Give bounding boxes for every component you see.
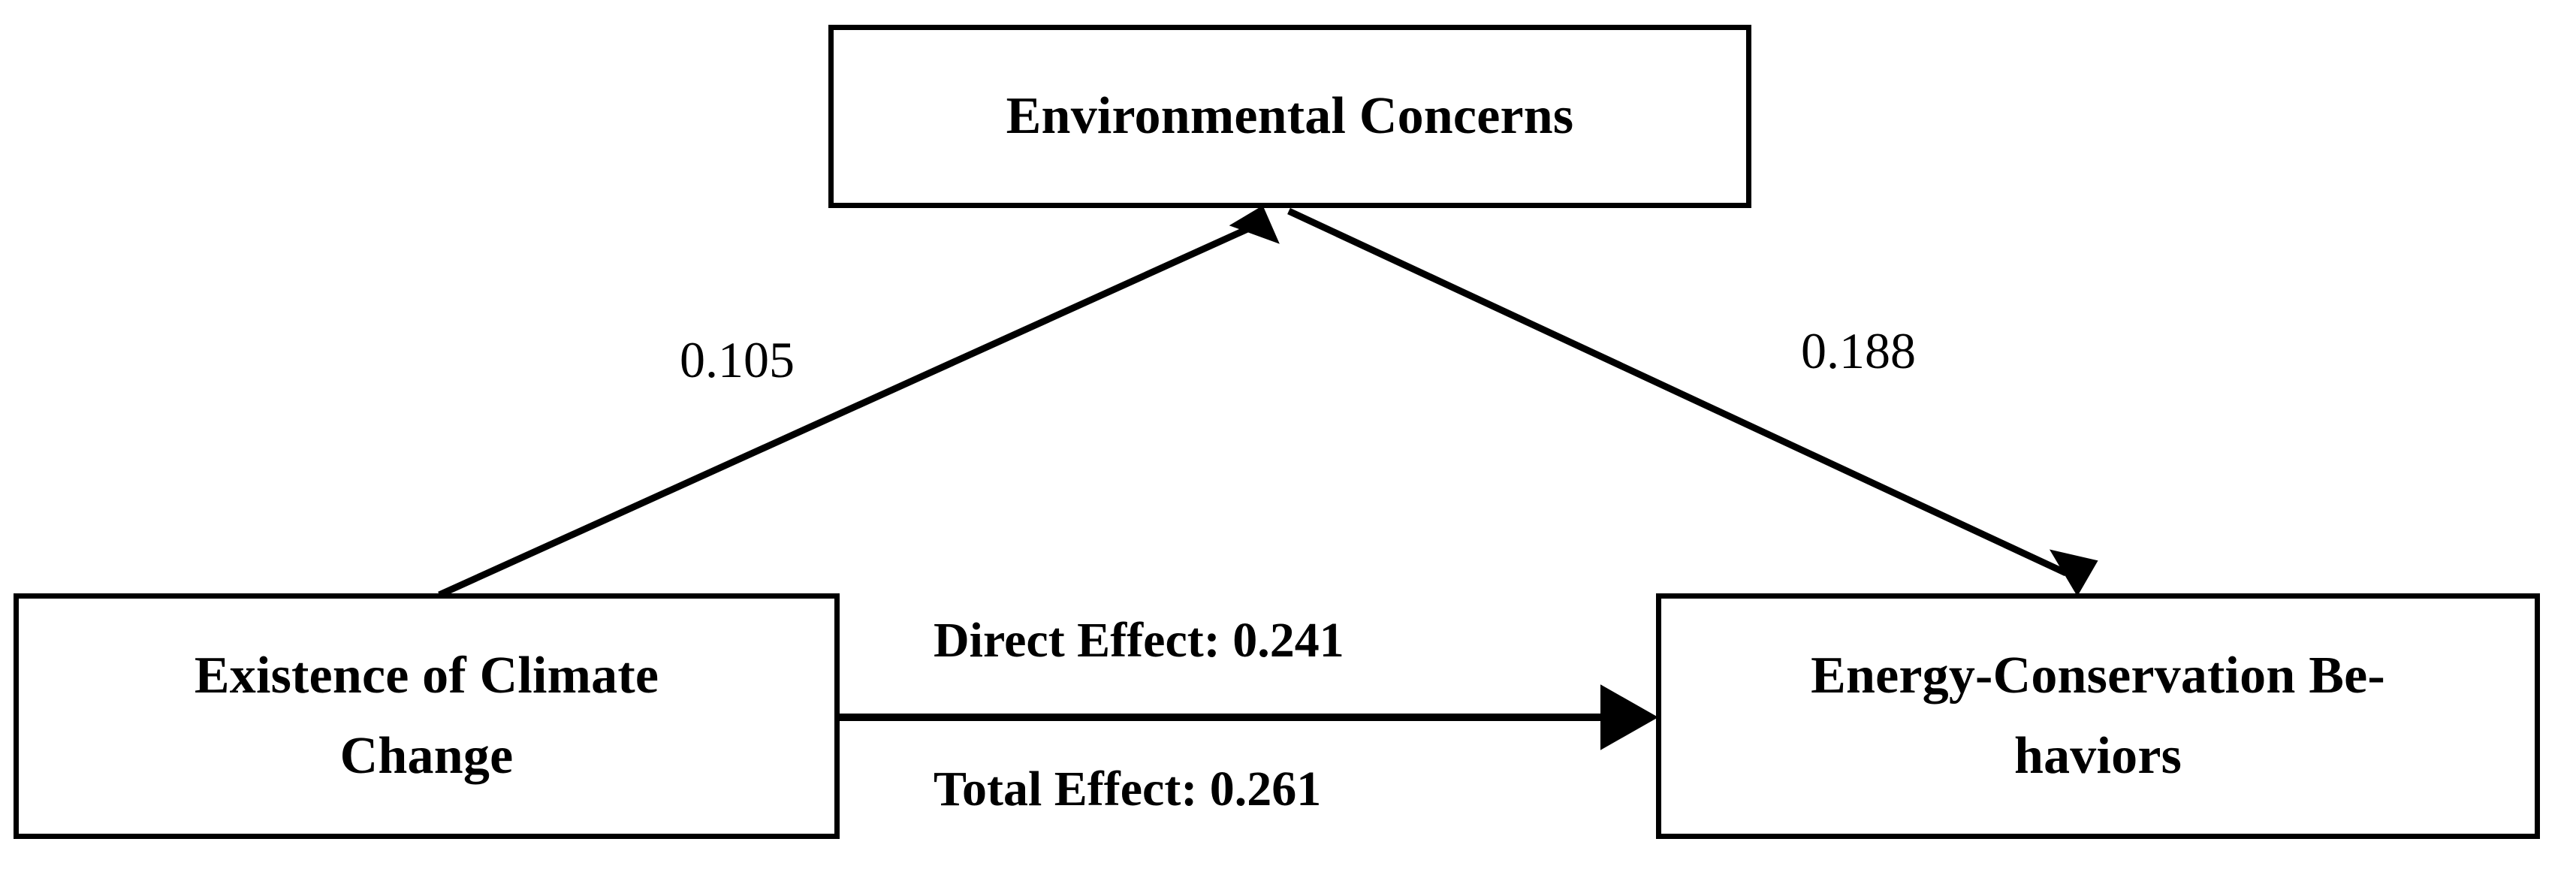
direct-effect-arrow [840, 684, 1659, 750]
path-label-b-coefficient: 0.188 [1801, 322, 1916, 379]
a-path-arrow [438, 205, 1280, 599]
node-environmental-concerns[interactable]: Environmental Concerns [828, 25, 1751, 208]
b-path-arrow [1287, 207, 2098, 596]
path-label-direct-effect: Direct Effect: 0.241 [934, 613, 1344, 668]
node-existence-of-climate-change[interactable]: Existence of Climate Change [14, 593, 840, 839]
path-label-total-effect: Total Effect: 0.261 [934, 762, 1322, 816]
node-energy-conservation-behaviors[interactable]: Energy-Conservation Be- haviors [1656, 593, 2540, 839]
node-label-mediator: Environmental Concerns [1006, 86, 1574, 145]
node-label-outcome: Energy-Conservation Be- haviors [1811, 647, 2385, 785]
node-label-predictor: Existence of Climate Change [194, 647, 659, 785]
path-label-a-coefficient: 0.105 [680, 331, 795, 388]
